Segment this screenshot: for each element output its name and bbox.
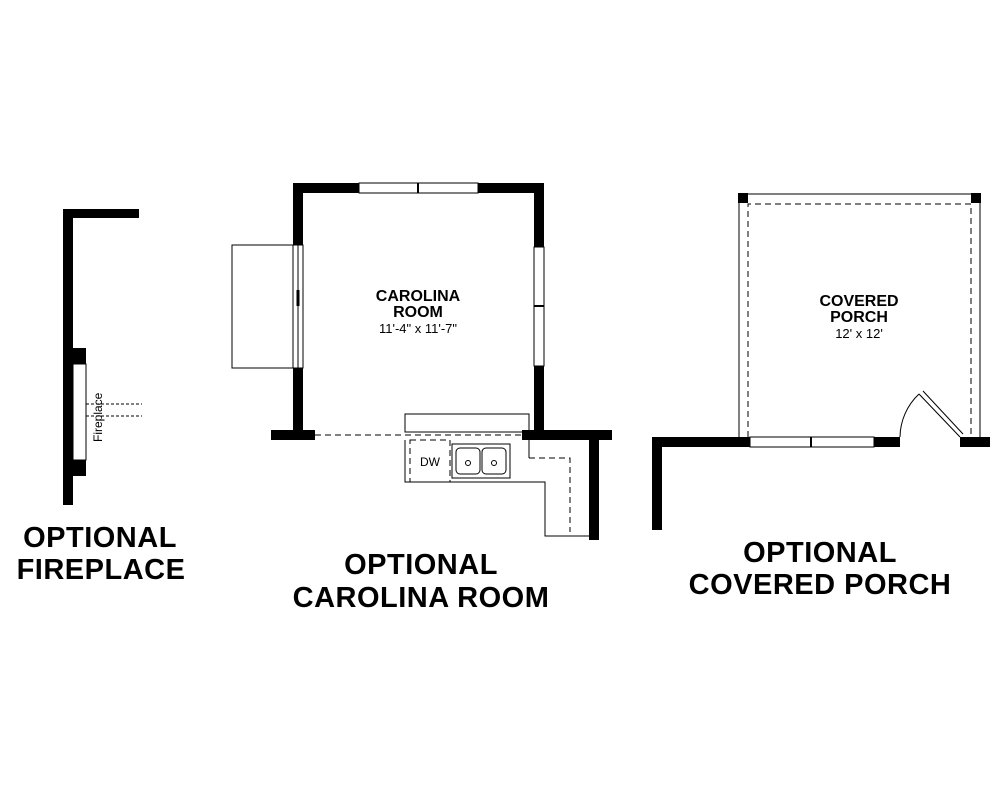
- fireplace-label: Fireplace: [91, 392, 105, 442]
- porch-dashed-outline: [747, 203, 972, 437]
- fireplace-title-line2: FIREPLACE: [17, 554, 186, 586]
- porch-door-swing-arc: [899, 393, 920, 438]
- porch-house-wall-right: [960, 437, 990, 447]
- carolina-title-line2: CAROLINA ROOM: [293, 582, 550, 614]
- carolina-top-wall-left: [293, 183, 359, 193]
- carolina-room-name-line2: ROOM: [393, 304, 443, 321]
- fireplace-left-wall: [63, 209, 73, 505]
- kitchen-counter-outline: [404, 440, 589, 537]
- porch-dimensions: 12' x 12': [835, 326, 883, 341]
- porch-name-line1: COVERED: [819, 293, 898, 310]
- porch-house-wall-middle: [874, 437, 900, 447]
- porch-name-line2: PORCH: [830, 309, 888, 326]
- sink-basin-right: [481, 447, 507, 475]
- kitchen-upper-cabinet: [404, 413, 530, 433]
- carolina-room-dimensions: 11'-4" x 11'-7": [379, 321, 457, 336]
- carolina-top-wall-right: [478, 183, 544, 193]
- carolina-left-wall-top: [293, 183, 303, 245]
- covered-porch-plan: COVERED PORCH 12' x 12': [652, 193, 990, 530]
- porch-title-line2: COVERED PORCH: [689, 569, 952, 601]
- carolina-right-wall-bottom: [534, 366, 544, 440]
- fireplace-firebox: [72, 363, 87, 461]
- fireplace-title-line1: OPTIONAL: [23, 522, 177, 554]
- fireplace-plan: Fireplace: [63, 209, 142, 505]
- porch-title-line1: OPTIONAL: [743, 537, 897, 569]
- sink-basin-left: [455, 447, 481, 475]
- carolina-bottom-wall-left: [271, 430, 315, 440]
- dishwasher-label: DW: [420, 455, 441, 469]
- porch-house-wall-left: [652, 437, 750, 447]
- carolina-bottom-wall-right: [522, 430, 612, 440]
- carolina-room-name-line1: CAROLINA: [376, 288, 461, 305]
- fireplace-top-wall: [63, 209, 139, 218]
- kitchen-sink: [451, 443, 511, 479]
- carolina-exterior-landing: [231, 244, 294, 369]
- porch-post-top-left: [738, 193, 748, 203]
- carolina-right-wall-top: [534, 183, 544, 247]
- carolina-left-wall-bottom: [293, 368, 303, 440]
- carolina-kitchen-wall: [589, 430, 599, 540]
- porch-post-top-right: [971, 193, 981, 203]
- dishwasher-outline: [409, 439, 451, 483]
- carolina-title-line1: OPTIONAL: [344, 549, 498, 581]
- porch-house-wall-down: [652, 437, 662, 530]
- kitchen-counter-dashed: [529, 457, 571, 532]
- carolina-room-plan: DW CAROLINA ROOM 11'-4" x 11'-7": [231, 182, 612, 540]
